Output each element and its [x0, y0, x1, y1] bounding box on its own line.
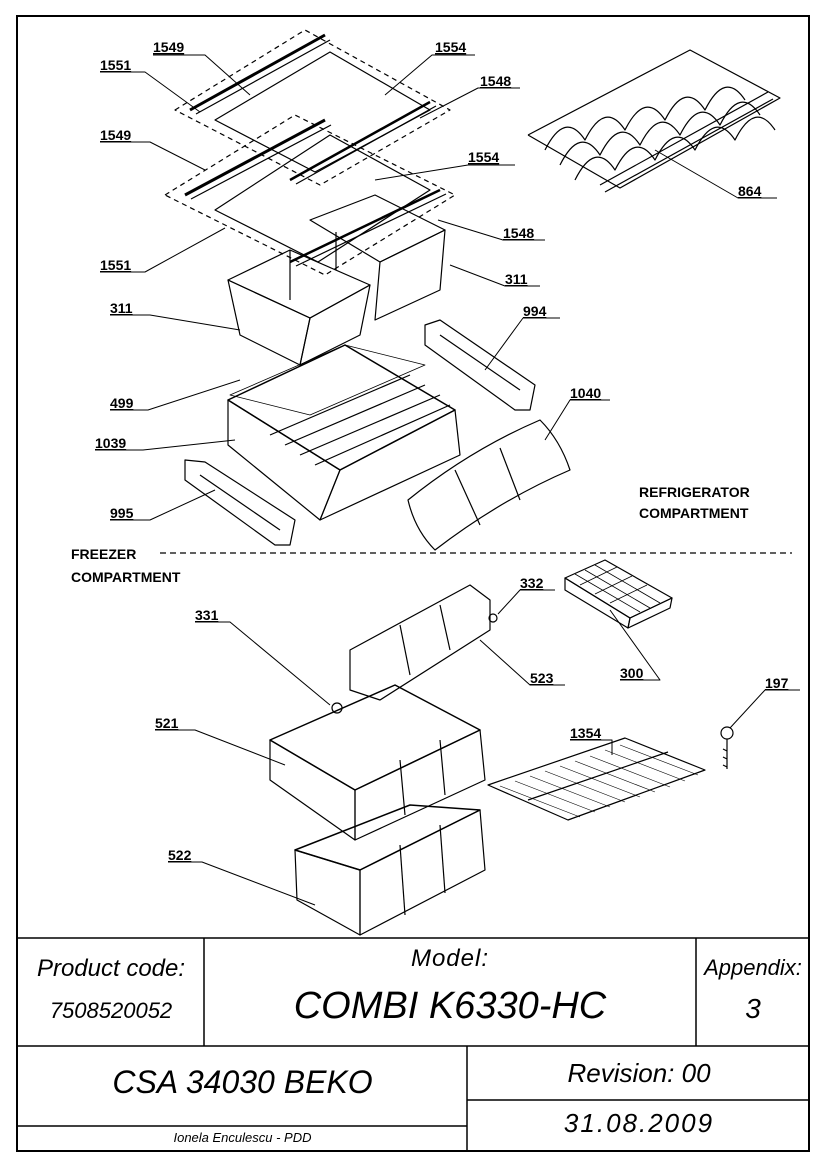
part-label-331: 331 — [195, 607, 219, 623]
part-label-311: 311 — [110, 300, 133, 316]
revision: Revision: 00 — [567, 1058, 711, 1088]
part-label-864: 864 — [738, 183, 762, 199]
part-label-1551: 1551 — [100, 57, 131, 73]
part-label-300: 300 — [620, 665, 644, 681]
part-label-1554: 1554 — [435, 39, 466, 55]
refrigerator-label-line2: COMPARTMENT — [639, 505, 749, 521]
part-label-523: 523 — [530, 670, 554, 686]
wire-shelf — [487, 737, 706, 821]
part-label-521: 521 — [155, 715, 179, 731]
model-label: Model: — [410, 945, 490, 972]
freezer-flap — [349, 584, 498, 701]
crisper-tray — [227, 344, 461, 521]
part-label-1039: 1039 — [95, 435, 126, 451]
refrigerator-label-line1: REFRIGERATOR — [639, 484, 750, 500]
freezer-drawer-521 — [269, 684, 486, 841]
freezer-label-line1: FREEZER — [71, 546, 136, 562]
revision-date: 31.08.2009 — [563, 1108, 715, 1138]
key-197 — [720, 726, 734, 769]
product-code-value: 7508520052 — [49, 998, 173, 1023]
part-label-499: 499 — [110, 395, 134, 411]
part-label-994: 994 — [523, 303, 547, 319]
part-labels: 1549 1554 1551 1548 1549 1554 864 1548 1551 311 31… — [95, 39, 789, 863]
part-label-1548: 1548 — [503, 225, 534, 241]
part-label-522: 522 — [168, 847, 192, 863]
part-label-1549: 1549 — [153, 39, 184, 55]
lower-shelf-group — [164, 114, 456, 276]
appendix-value: 3 — [745, 993, 761, 1024]
part-label-1549: 1549 — [100, 127, 131, 143]
part-label-1554: 1554 — [468, 149, 499, 165]
part-label-1548: 1548 — [480, 73, 511, 89]
crisper-boxes — [227, 194, 446, 366]
part-label-1354: 1354 — [570, 725, 601, 741]
part-label-311: 311 — [505, 271, 528, 287]
csa-code: CSA 34030 BEKO — [112, 1064, 373, 1100]
product-code-label: Product code: — [36, 955, 186, 982]
flap-1040 — [407, 419, 571, 551]
rails — [184, 319, 536, 546]
part-label-1040: 1040 — [570, 385, 601, 401]
author: Ionela Enculescu - PDD — [173, 1130, 312, 1145]
part-label-1551: 1551 — [100, 257, 131, 273]
title-block-lines — [17, 937, 809, 1151]
part-label-197: 197 — [765, 675, 789, 691]
drawing-frame — [16, 15, 810, 1152]
leader-lines — [95, 54, 800, 906]
upper-shelf-group — [174, 29, 451, 186]
part-label-995: 995 — [110, 505, 134, 521]
freezer-drawer-522 — [294, 804, 486, 936]
part-label-332: 332 — [520, 575, 544, 591]
model-value: COMBI K6330-HC — [293, 985, 607, 1027]
freezer-label-line2: COMPARTMENT — [71, 569, 181, 585]
appendix-label: Appendix: — [704, 955, 802, 980]
wine-rack — [527, 49, 781, 193]
ice-tray — [564, 559, 673, 629]
